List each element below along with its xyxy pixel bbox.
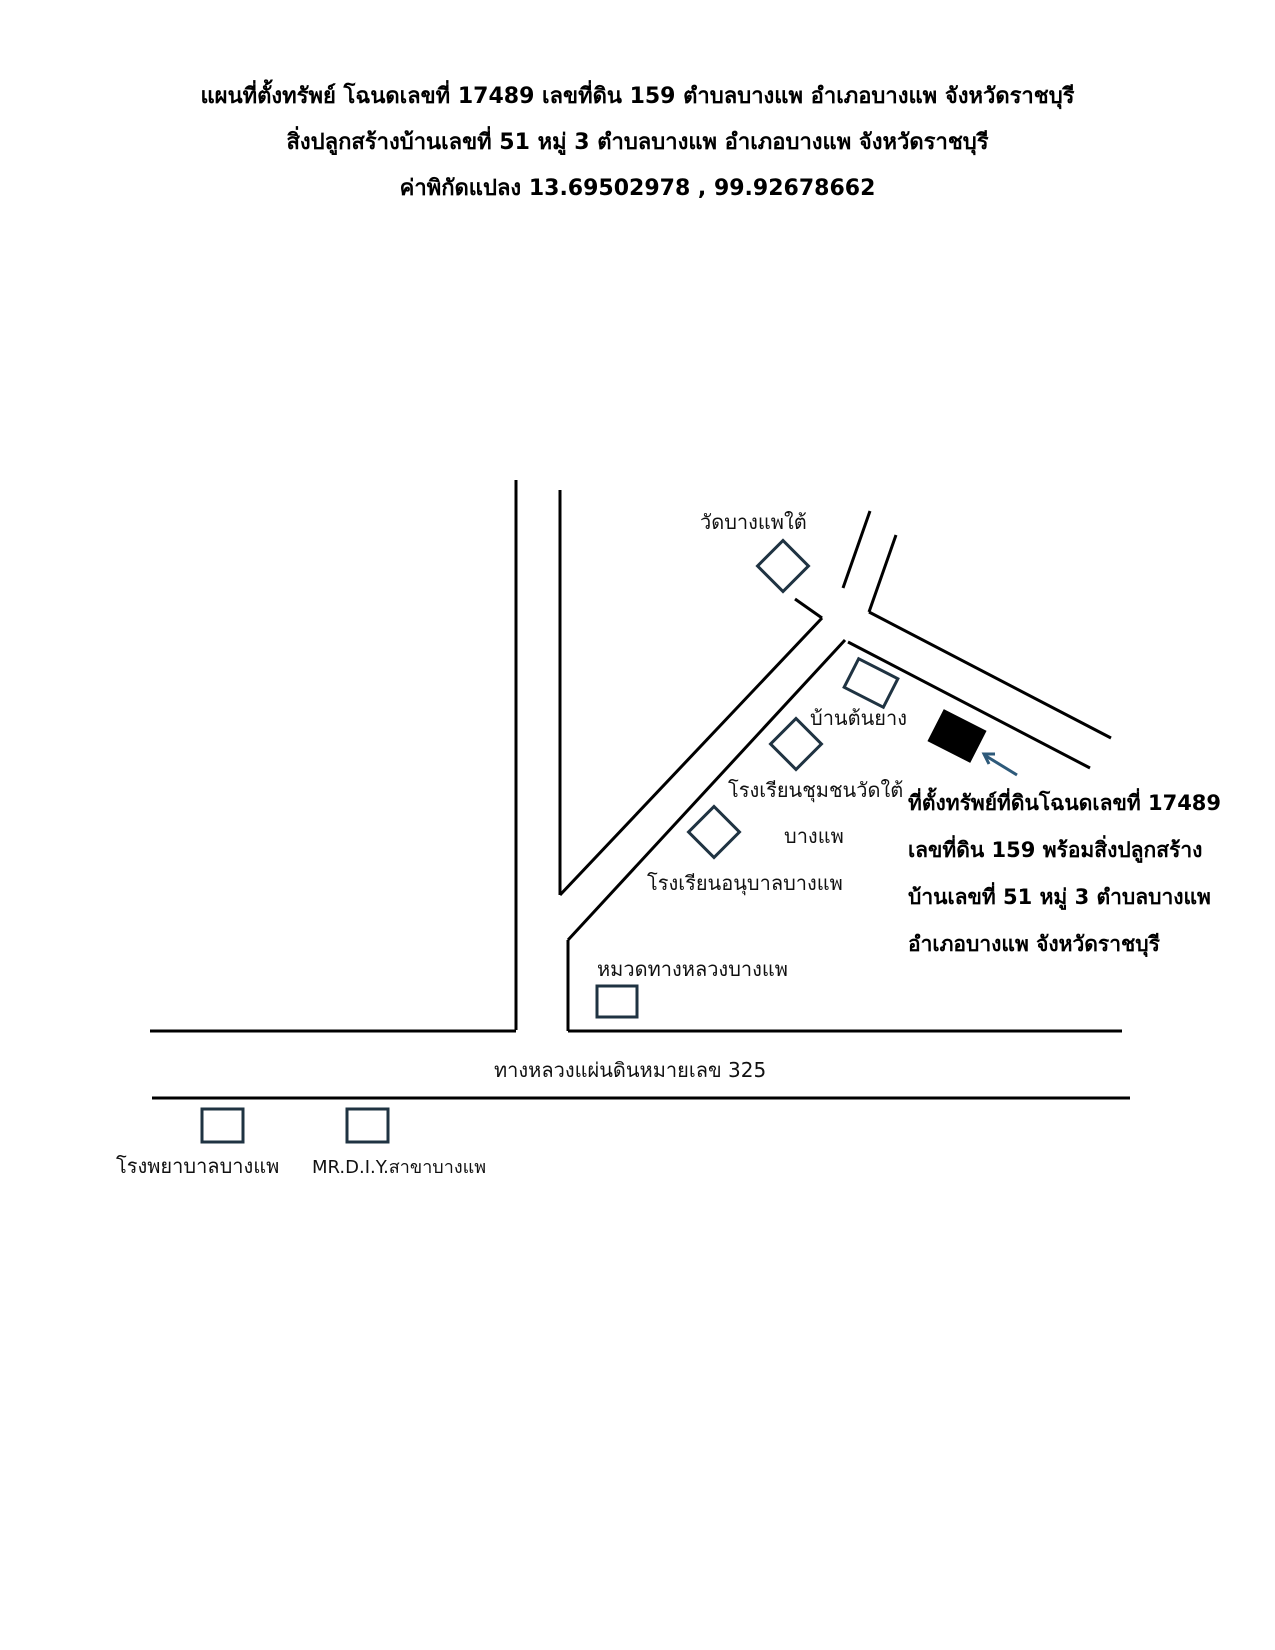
temple-marker [755,538,811,594]
map-header: แผนที่ตั้งทรัพย์ โฉนดเลขที่ 17489 เลขที่… [0,74,1275,212]
property-marker [927,709,987,763]
landmark-markers [200,538,900,1144]
ban-ton-yang-marker [842,656,900,710]
header-building: สิ่งปลูกสร้างบ้านเลขที่ 51 หมู่ 3 ตำบลบา… [286,130,989,155]
highway-district-label: หมวดทางหลวงบางแพ [597,957,788,981]
property-note-line: บ้านเลขที่ 51 หมู่ 3 ตำบลบางแพ [908,885,1211,909]
road-northeast-left-upper [841,510,872,589]
road-east-lower [847,640,1091,770]
mrdiy-marker [345,1107,390,1144]
road-diagonal-lower [566,638,847,942]
kindergarten-label: โรงเรียนอนุบาลบางแพ [647,871,843,895]
roads [150,480,1130,1100]
hospital-marker [200,1107,245,1144]
school-community-label: โรงเรียนชุมชนวัดใต้ [728,778,904,802]
property-note-line: เลขที่ดิน 159 พร้อมสิ่งปลูกสร้าง [908,838,1203,862]
road-northeast-left-lower [794,597,823,620]
road-northeast-right [867,534,898,613]
road-diagonal-upper [558,616,824,897]
school-community-label-line2: บางแพ [784,824,844,848]
mrdiy-label: MR.D.I.Y.สาขาบางแพ [312,1157,487,1178]
road-east-upper [868,610,1112,740]
ban-ton-yang-label: บ้านต้นยาง [810,706,907,730]
temple-label: วัดบางแพใต้ [700,510,807,534]
property-note-line: อำเภอบางแพ จังหวัดราชบุรี [908,932,1160,956]
kindergarten-marker [686,804,742,860]
road-label: ทางหลวงแผ่นดินหมายเลข 325 [494,1058,767,1082]
header-coordinates: ค่าพิกัดแปลง 13.69502978 , 99.92678662 [399,176,876,201]
property-note-line: ที่ตั้งทรัพย์ที่ดินโฉนดเลขที่ 17489 [908,791,1222,815]
header-title: แผนที่ตั้งทรัพย์ โฉนดเลขที่ 17489 เลขที่… [200,84,1075,109]
school-community-marker [768,716,824,772]
property-note: ที่ตั้งทรัพย์ที่ดินโฉนดเลขที่ 17489 เลขท… [908,780,1221,968]
highway-district-marker [595,984,639,1019]
arrow-icon [981,752,1018,777]
hospital-label: โรงพยาบาลบางแพ [116,1154,280,1178]
